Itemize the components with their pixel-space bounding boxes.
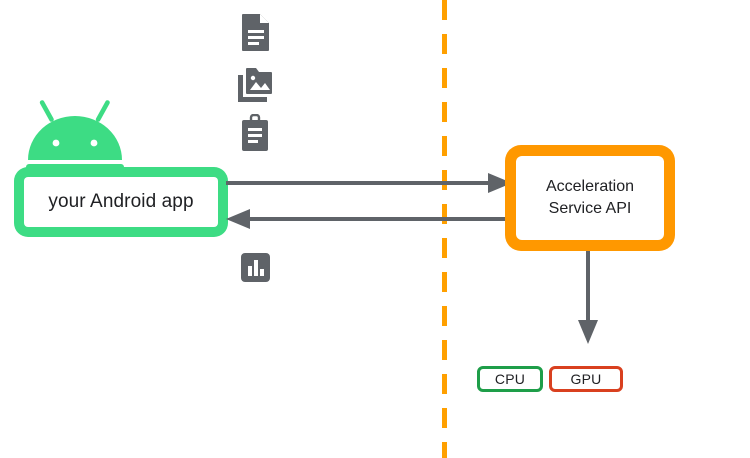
- request-arrow: [226, 172, 512, 194]
- bar-chart-icon: [239, 251, 272, 284]
- photos-icon: [237, 64, 273, 102]
- document-icon: [237, 13, 273, 51]
- process-boundary-divider: [442, 0, 447, 458]
- response-arrow: [226, 208, 512, 230]
- client-app-label: your Android app: [48, 191, 194, 212]
- clipboard-icon: [237, 114, 273, 152]
- client-app-box: your Android app: [14, 167, 228, 237]
- client-app-box-inner: your Android app: [24, 177, 218, 227]
- dispatch-arrow: [570, 248, 606, 344]
- target-chip-cpu-label: CPU: [494, 371, 526, 387]
- target-chip-cpu: CPU: [477, 366, 543, 392]
- target-chip-gpu-label: GPU: [570, 371, 602, 387]
- api-box-label-line1: Acceleration: [545, 178, 635, 195]
- target-chip-gpu: GPU: [549, 366, 623, 392]
- acceleration-service-api-box: Acceleration Service API: [505, 145, 675, 251]
- api-box-label-line2: Service API: [548, 200, 632, 217]
- acceleration-service-api-box-inner: Acceleration Service API: [516, 156, 664, 240]
- android-robot-icon: [22, 98, 128, 170]
